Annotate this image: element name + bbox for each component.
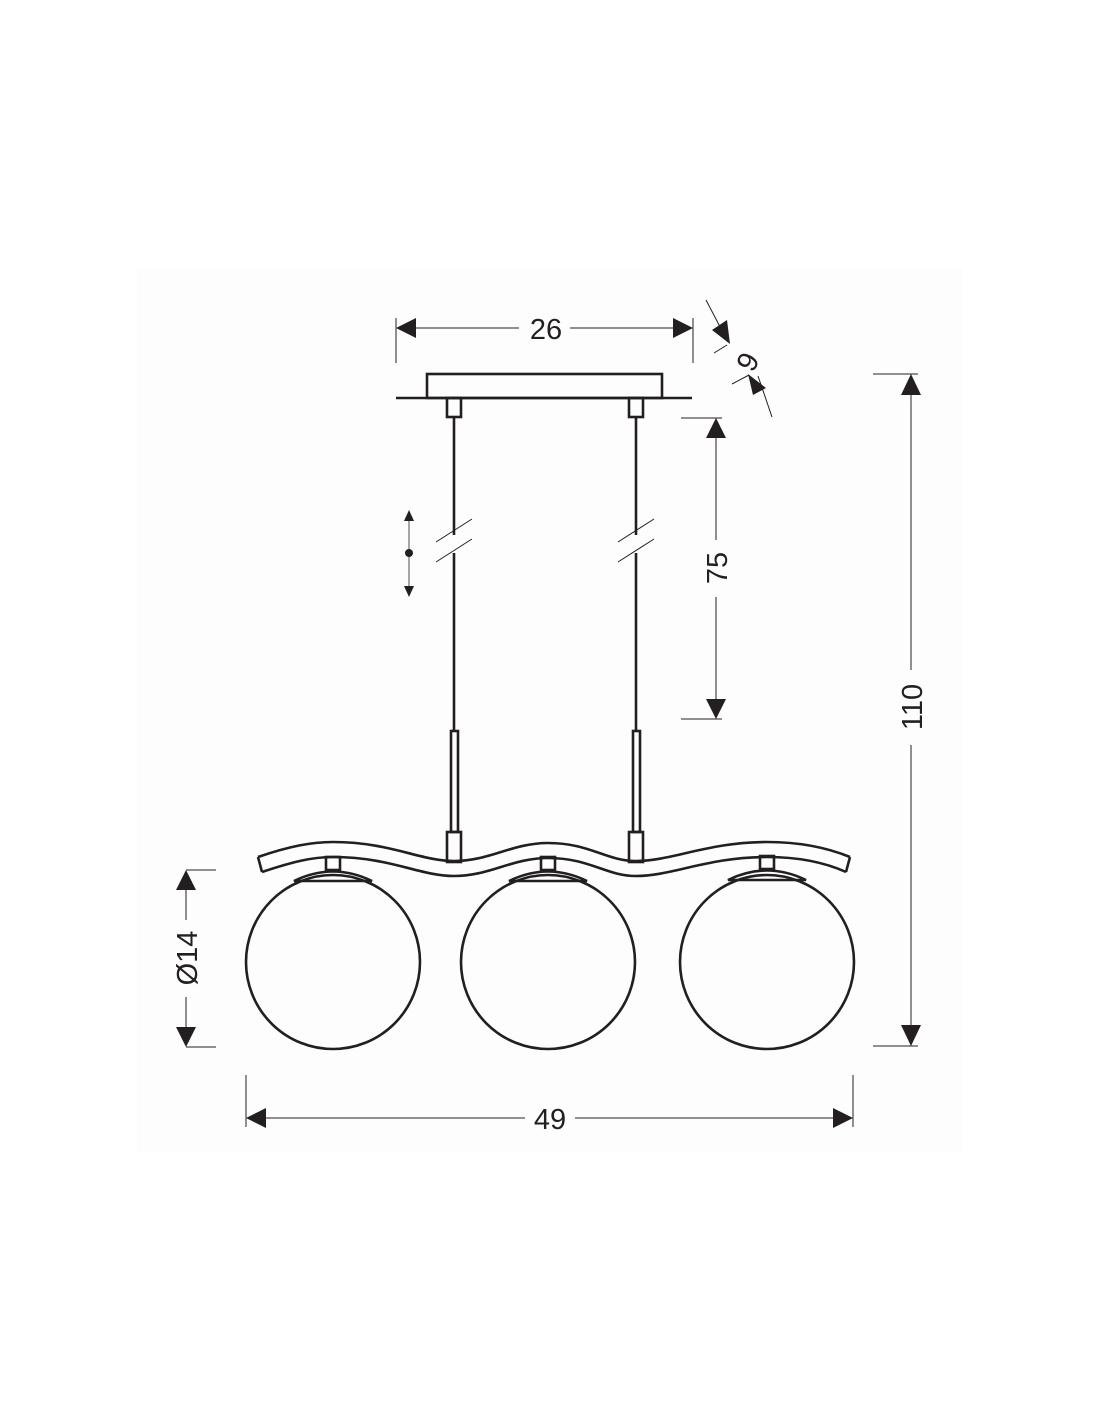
total-width-label: 49 <box>534 1104 566 1136</box>
globe-middle <box>459 855 637 1051</box>
cable-length-label: 75 <box>702 552 734 584</box>
drawing-background <box>137 268 963 1152</box>
canopy-width-label: 26 <box>530 314 562 346</box>
canopy-depth-label: 6 <box>729 347 765 376</box>
globe-right <box>678 854 856 1051</box>
height-adjustable-icon <box>404 510 414 597</box>
dimension-total-width: 49 <box>245 1075 854 1136</box>
globe-left <box>244 855 422 1051</box>
dimension-globe-diameter: Ø14 <box>172 869 216 1048</box>
dimension-canopy-width: 26 <box>395 314 694 363</box>
globe-diameter-label: Ø14 <box>172 931 204 986</box>
dimension-total-height: 110 <box>873 373 929 1047</box>
suspension-cords <box>435 417 655 864</box>
dimension-canopy-depth: 6 <box>705 299 773 418</box>
dimension-cable-length: 75 <box>681 417 734 720</box>
ceiling-canopy <box>396 372 692 419</box>
total-height-label: 110 <box>897 684 929 730</box>
